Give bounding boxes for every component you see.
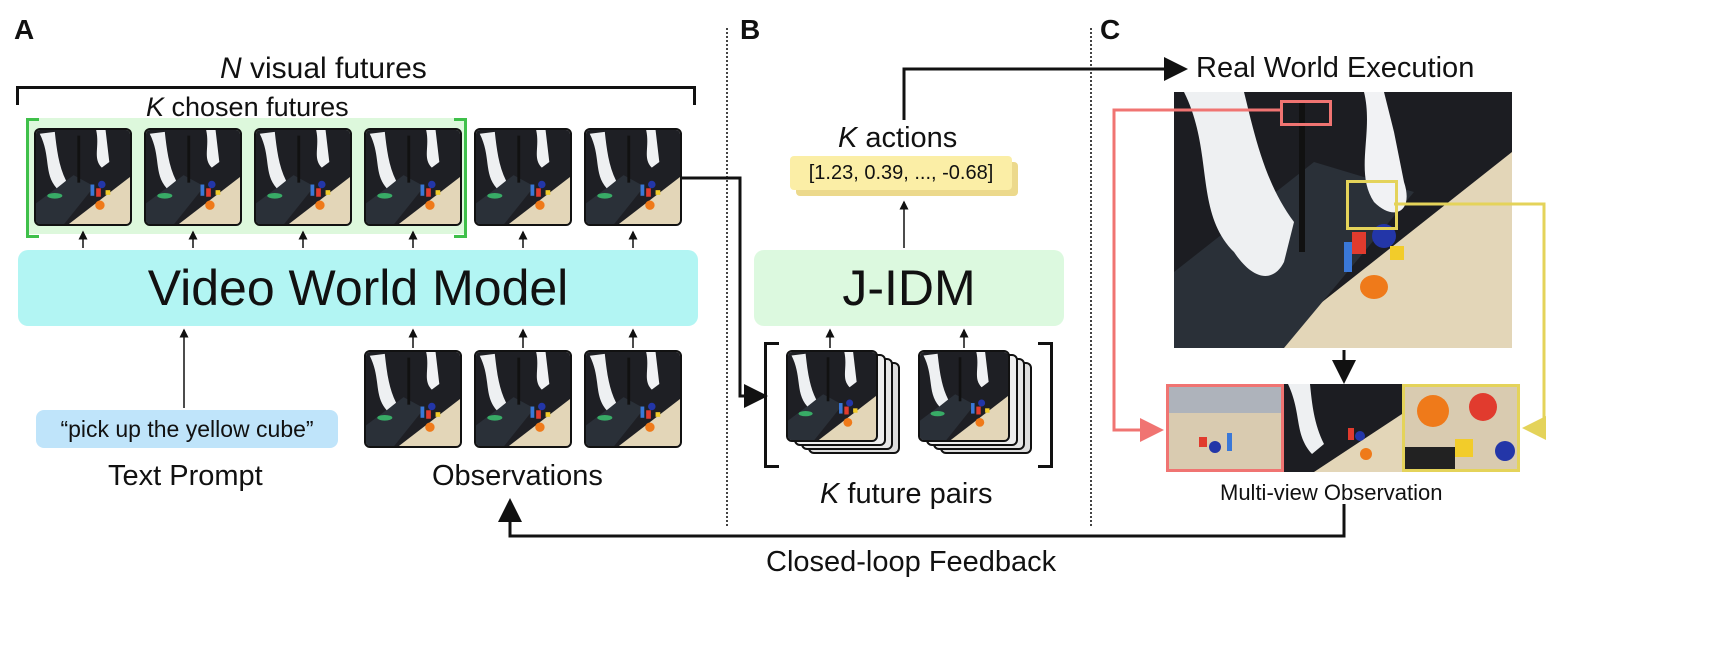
jidm-box: J-IDM bbox=[754, 250, 1064, 326]
text-prompt-box: “pick up the yellow cube” bbox=[36, 410, 338, 448]
execution-photo bbox=[1174, 92, 1512, 348]
k-future-pairs-label: K future pairs bbox=[820, 478, 993, 510]
future-frame-6 bbox=[584, 128, 682, 226]
future-frame-4 bbox=[364, 128, 462, 226]
future-frame-3 bbox=[254, 128, 352, 226]
yellow-view-image bbox=[1402, 384, 1520, 472]
video-world-model-label: Video World Model bbox=[147, 260, 569, 316]
jidm-label: J-IDM bbox=[842, 260, 976, 316]
video-world-model-box: Video World Model bbox=[18, 250, 698, 326]
red-view-highlight bbox=[1280, 100, 1332, 126]
n-futures-bracket bbox=[16, 86, 696, 105]
future-pair-1 bbox=[786, 350, 878, 442]
observation-frame-2 bbox=[474, 350, 572, 448]
panel-letter-a: A bbox=[14, 14, 35, 45]
k-actions-label: K actions bbox=[838, 122, 958, 154]
chosen-bracket-right bbox=[454, 118, 467, 238]
arrow-actions-to-execution bbox=[902, 57, 1188, 120]
panel-letter-c: C bbox=[1100, 14, 1121, 45]
text-prompt-caption: Text Prompt bbox=[108, 460, 263, 492]
chosen-bracket-left bbox=[26, 118, 39, 238]
panel-letter-b: B bbox=[740, 14, 761, 45]
observations-caption: Observations bbox=[432, 460, 603, 492]
future-frame-2 bbox=[144, 128, 242, 226]
arrow-closed-loop-feedback bbox=[498, 498, 1346, 538]
separator-ab bbox=[726, 28, 728, 526]
n-visual-futures-label: N visual futures bbox=[220, 52, 427, 85]
future-frame-5 bbox=[474, 128, 572, 226]
closed-loop-feedback-label: Closed-loop Feedback bbox=[766, 546, 1057, 578]
observation-frame-3 bbox=[584, 350, 682, 448]
pairs-bracket-right bbox=[1038, 342, 1053, 468]
red-view-connector bbox=[1112, 108, 1280, 442]
multiview-observation-label: Multi-view Observation bbox=[1220, 480, 1443, 505]
real-world-execution-label: Real World Execution bbox=[1196, 52, 1475, 84]
text-prompt-value: “pick up the yellow cube” bbox=[60, 415, 314, 442]
action-vector-value: [1.23, 0.39, ..., -0.68] bbox=[808, 161, 994, 184]
red-view-image bbox=[1166, 384, 1284, 472]
observation-frame-1 bbox=[364, 350, 462, 448]
yellow-view-connector bbox=[1394, 202, 1546, 440]
future-frame-1 bbox=[34, 128, 132, 226]
action-vector-box: [1.23, 0.39, ..., -0.68] bbox=[790, 156, 1012, 190]
center-view-image bbox=[1284, 384, 1402, 472]
separator-bc bbox=[1090, 28, 1092, 526]
k-chosen-futures-label: K chosen futures bbox=[146, 92, 349, 122]
future-pair-2 bbox=[918, 350, 1010, 442]
arrow-futures-to-pairs bbox=[682, 176, 768, 408]
